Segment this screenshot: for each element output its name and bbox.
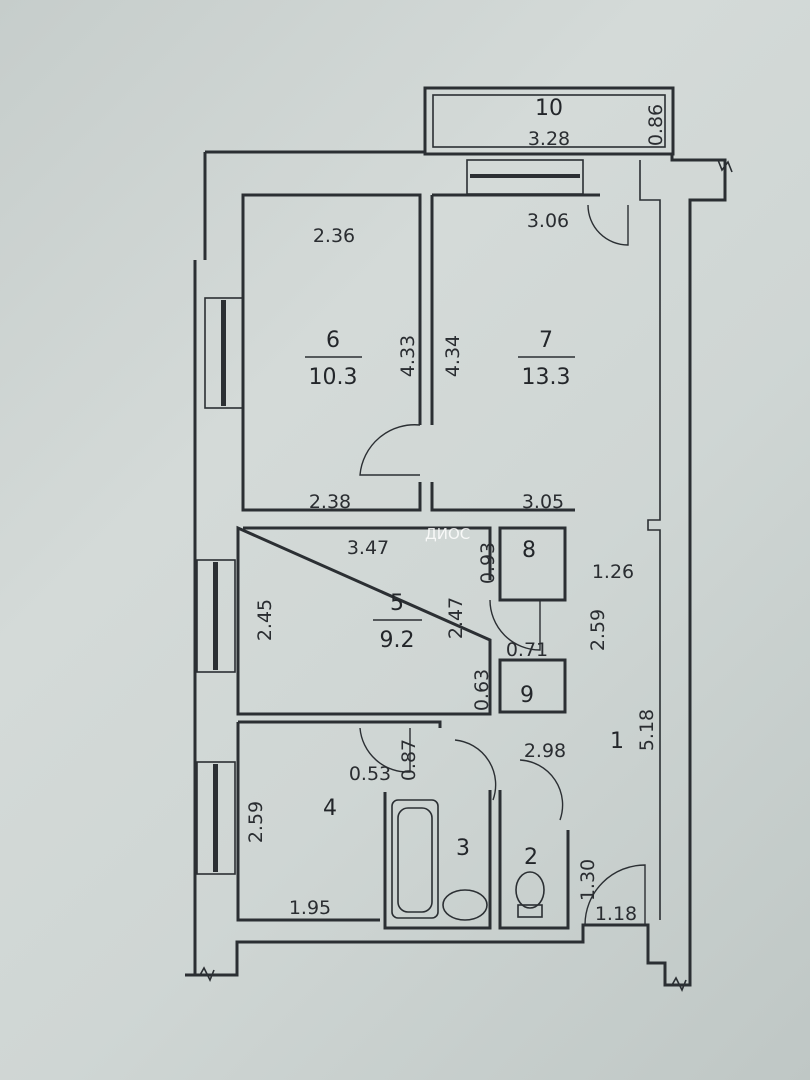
door-room-8 (489, 599, 541, 651)
dim-hall-mid: 2.98 (524, 740, 566, 762)
dim-room8-height: 0.93 (477, 542, 499, 584)
room-6-walls (241, 193, 422, 512)
door-balcony (587, 204, 629, 246)
dim-room7-height: 4.34 (442, 335, 464, 377)
room-9-number: 9 (520, 683, 534, 708)
dim-entry-width: 1.18 (595, 903, 637, 925)
outer-walls (185, 150, 733, 992)
room-3-number: 3 (456, 836, 470, 861)
room-10-number: 10 (535, 96, 563, 121)
dim-room7-bottom: 3.05 (522, 491, 564, 513)
balcony (423, 86, 675, 195)
dim-room5-left: 2.45 (254, 599, 276, 641)
dim-room6-bottom: 2.38 (309, 491, 351, 513)
dim-room5-right: 2.47 (445, 597, 467, 639)
room-1-number: 1 (610, 729, 624, 754)
dim-entry-height: 1.30 (577, 859, 599, 901)
dim-door-gap: 0.53 (349, 763, 391, 785)
bathroom (383, 739, 497, 930)
dim-hall-height: 5.18 (636, 709, 658, 751)
dim-room5-top: 3.47 (347, 537, 389, 559)
room-5-number: 5 (390, 591, 404, 616)
dim-room6-height: 4.33 (397, 335, 419, 377)
left-windows (196, 297, 244, 875)
door-room-6 (359, 424, 421, 476)
dim-hall-upper: 2.59 (587, 609, 609, 651)
room-9-walls (498, 658, 567, 714)
room-6-area: 10.3 (309, 365, 358, 390)
dim-door-width: 0.87 (398, 739, 420, 781)
room-7-number: 7 (539, 328, 553, 353)
room-5-area: 9.2 (380, 628, 415, 653)
dim-room9-top: 0.71 (506, 639, 548, 661)
dim-room9-height: 0.63 (471, 669, 493, 711)
room-6-number: 6 (326, 328, 340, 353)
dim-room4-left: 2.59 (245, 801, 267, 843)
toilet-room (498, 759, 570, 930)
dim-balcony-depth: 0.86 (645, 104, 667, 146)
watermark: ДИОС (425, 525, 470, 543)
room-7-area: 13.3 (522, 365, 571, 390)
dim-hall-width: 1.26 (592, 561, 634, 583)
door-room-4 (359, 727, 411, 773)
room-7-walls (430, 193, 600, 512)
room-2-number: 2 (524, 845, 538, 870)
dim-room7-top: 3.06 (527, 210, 569, 232)
dim-room6-top: 2.36 (313, 225, 355, 247)
room-5-walls (236, 525, 492, 716)
room-8-walls (498, 526, 567, 602)
room-4-number: 4 (323, 796, 337, 821)
dim-room4-bottom: 1.95 (289, 897, 331, 919)
dim-balcony-width: 3.28 (528, 128, 570, 150)
room-8-number: 8 (522, 538, 536, 563)
door-entry (584, 864, 646, 926)
room-4-walls (236, 720, 442, 922)
